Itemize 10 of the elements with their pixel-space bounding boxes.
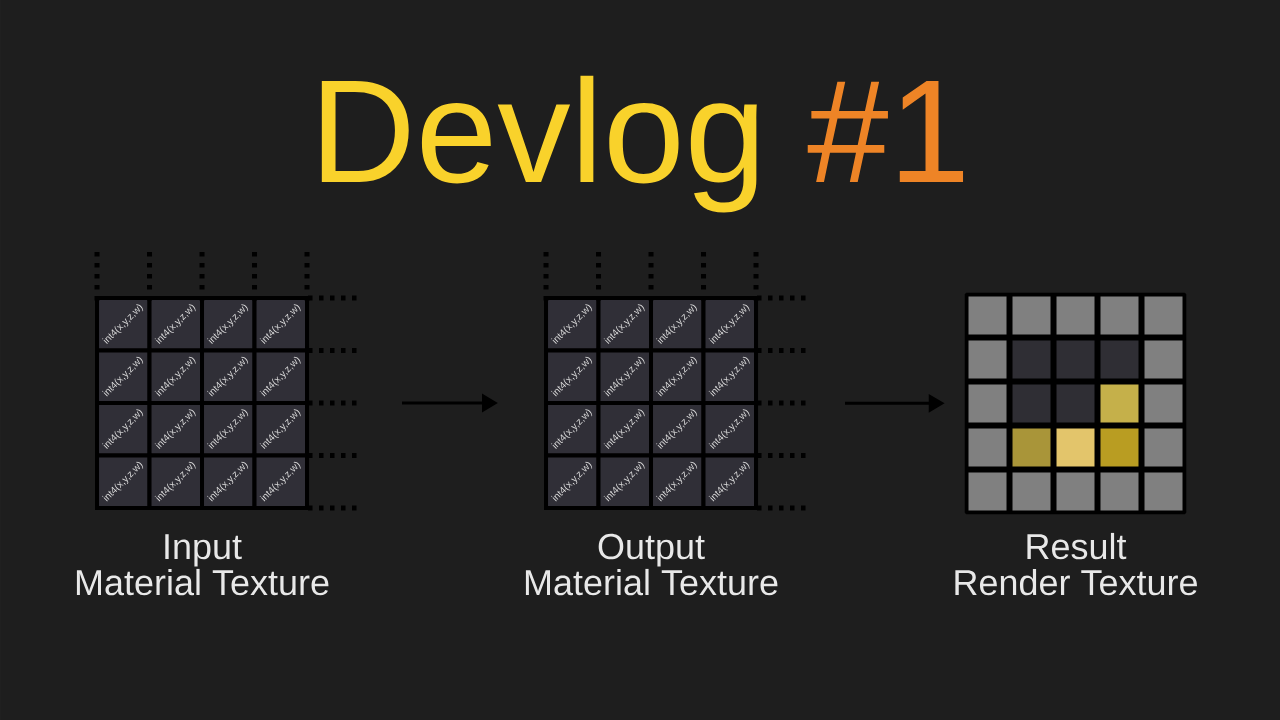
node-label: Result	[1027, 532, 1127, 560]
texture-grid	[94, 252, 357, 511]
node-label: Material Texture	[76, 568, 329, 596]
pixel-grid	[964, 292, 1187, 515]
node-label: Output	[598, 533, 705, 567]
node-label: Material Texture	[525, 568, 778, 596]
texture-grid	[543, 252, 806, 511]
node-label: Input	[165, 534, 242, 567]
node-label: Render Texture	[955, 568, 1197, 596]
title: Devlog #1	[321, 75, 964, 213]
